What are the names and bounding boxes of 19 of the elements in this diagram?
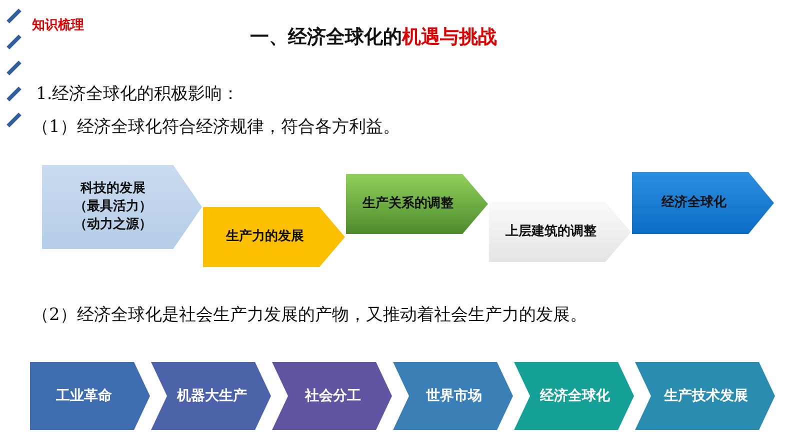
step-label: 科技的发展: [80, 180, 146, 198]
step-label: 机器大生产: [177, 387, 247, 405]
step-label: 生产技术发展: [664, 387, 748, 405]
section-tag: 知识梳理: [32, 16, 84, 34]
step-label: 世界市场: [426, 387, 482, 405]
step-label: 经济全球化: [662, 194, 726, 212]
step-label: 经济全球化: [540, 387, 610, 405]
step-label: 生产力的发展: [226, 228, 304, 246]
step-label: 生产关系的调整: [362, 194, 454, 213]
point-text: （1）经济全球化符合经济规律，符合各方利益。: [32, 116, 400, 138]
step-label: 工业革命: [56, 387, 112, 405]
point-text: （2）经济全球化是社会生产力发展的产物，又推动着社会生产力的发展。: [32, 304, 587, 326]
chevron-shape: [30, 362, 150, 430]
slide-title: 一、经济全球化的机遇与挑战: [250, 25, 497, 50]
step-label: （最具活力）: [74, 198, 152, 216]
step-label: 上层建筑的调整: [506, 222, 596, 241]
step-label: （动力之源）: [74, 216, 152, 234]
heading-text: 1.经济全球化的积极影响：: [36, 83, 240, 105]
step-label: 社会分工: [305, 387, 361, 405]
